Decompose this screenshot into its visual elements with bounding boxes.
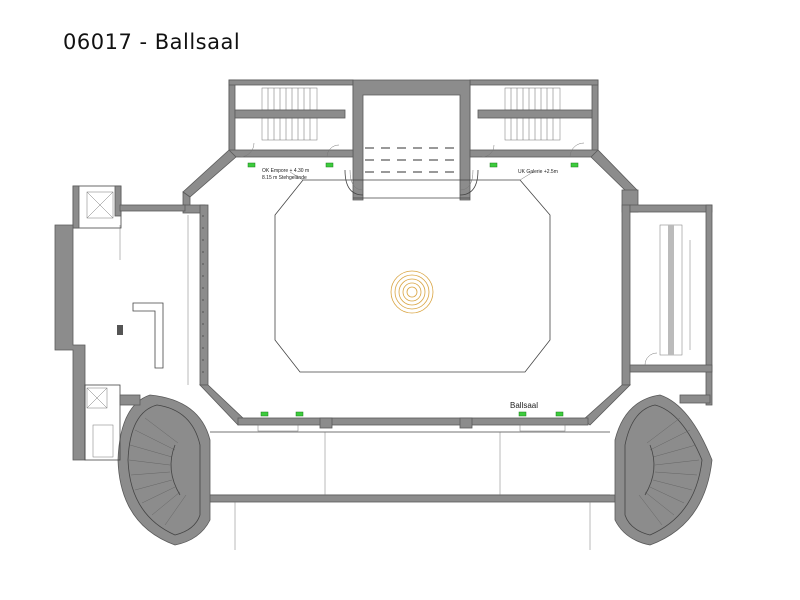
bottom-doors bbox=[257, 417, 566, 432]
page-title: 06017 - Ballsaal bbox=[63, 30, 241, 54]
right-annex bbox=[629, 204, 713, 406]
exit-sign-icon bbox=[518, 411, 527, 417]
exit-sign-icon bbox=[260, 411, 269, 417]
empore-label-line1: OK Empore + 4.30 m bbox=[262, 168, 309, 174]
dance-floor-outline bbox=[274, 179, 551, 373]
room-name-label: Ballsaal bbox=[510, 401, 538, 410]
left-column-line bbox=[187, 215, 204, 385]
left-annex bbox=[54, 185, 186, 461]
floor-medallion bbox=[390, 270, 434, 314]
stage-niche-walls bbox=[352, 79, 471, 201]
exit-sign-icon bbox=[570, 162, 579, 168]
galerie-label: UK Galerie +2.5m bbox=[518, 169, 558, 175]
spiral-staircase-right bbox=[614, 394, 713, 546]
spiral-staircase-left bbox=[117, 394, 211, 546]
lower-corridor bbox=[204, 431, 616, 550]
exit-sign-icon bbox=[489, 162, 498, 168]
door-swings-top bbox=[239, 142, 585, 158]
emergency-exit-signs bbox=[247, 162, 579, 417]
stage-dashed-lines bbox=[365, 147, 460, 173]
main-hall-walls bbox=[182, 79, 639, 426]
exit-sign-icon bbox=[325, 162, 334, 168]
corner-stairs bbox=[344, 169, 479, 196]
straight-staircase-top-left bbox=[234, 87, 346, 141]
straight-staircase-top-right bbox=[477, 87, 593, 141]
exit-sign-icon bbox=[247, 162, 256, 168]
exit-sign-icon bbox=[295, 411, 304, 417]
empore-label-line2: 8.15 m Stehgelände bbox=[262, 175, 307, 181]
exit-sign-icon bbox=[555, 411, 564, 417]
